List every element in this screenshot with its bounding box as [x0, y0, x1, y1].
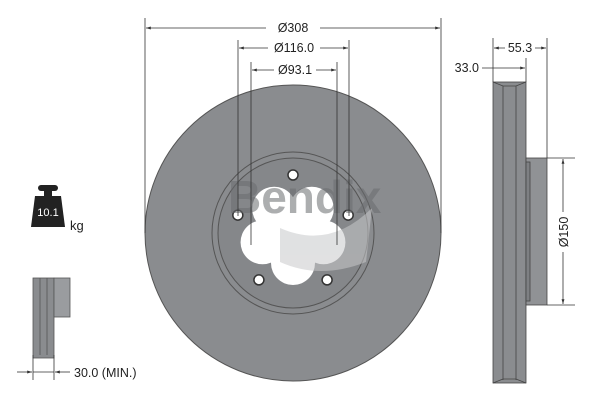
weight-icon — [31, 185, 65, 227]
weight-value: 10.1 — [37, 207, 58, 219]
dim-hub-diameter: Ø150 — [557, 217, 571, 248]
dim-outer-diameter: Ø308 — [278, 21, 309, 35]
bolt-hole — [321, 274, 333, 286]
dim-min-thickness: 30.0 (MIN.) — [74, 366, 137, 380]
bolt-hole — [287, 169, 299, 181]
weight-unit: kg — [70, 218, 84, 233]
bolt-holes — [232, 169, 354, 286]
dim-disc-thickness: 33.0 — [455, 61, 479, 75]
center-bore — [240, 186, 346, 285]
disc-side-view — [492, 81, 548, 384]
bolt-hole — [253, 274, 265, 286]
svg-text:Bendix: Bendix — [228, 171, 382, 223]
dim-overall-height: 55.3 — [508, 41, 532, 55]
dim-hole-circle: Ø116.0 — [274, 41, 314, 55]
logo-watermark: Bendix — [228, 171, 382, 271]
dim-center-bore: Ø93.1 — [278, 63, 312, 77]
min-thickness-section — [32, 277, 71, 359]
bolt-hole — [342, 209, 354, 221]
